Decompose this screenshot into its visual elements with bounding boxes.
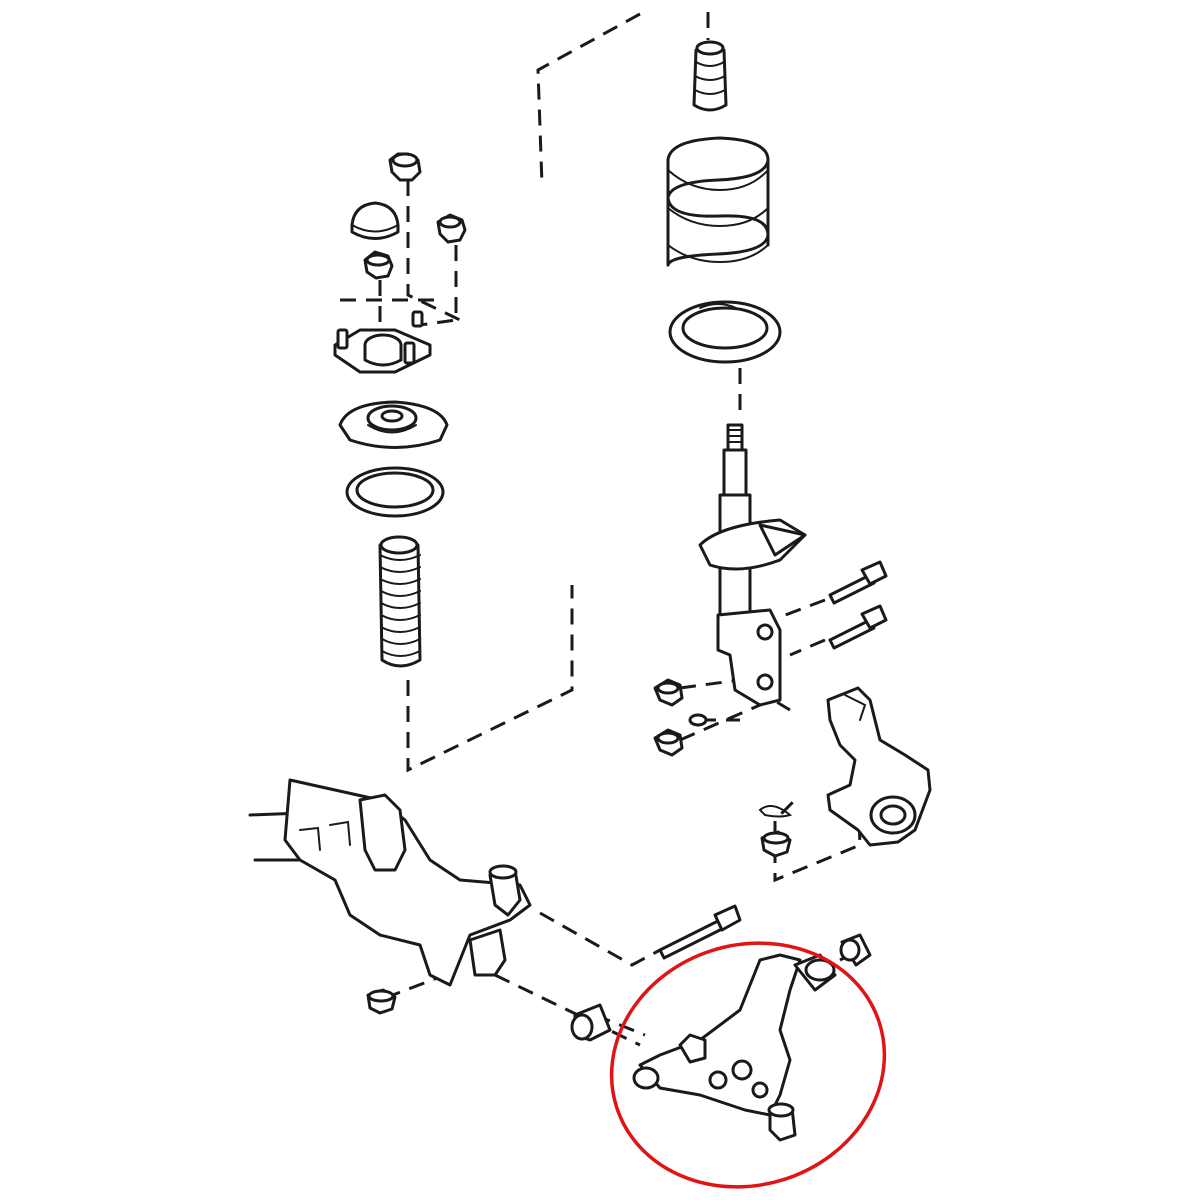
front-crossmember — [248, 778, 532, 987]
upper-strut-mount — [333, 310, 432, 374]
dust-cap — [350, 201, 400, 240]
insulator-ring — [345, 466, 445, 518]
coil-spring — [666, 136, 770, 267]
mount-nut-right — [436, 213, 467, 244]
lower-control-arm — [632, 953, 837, 1142]
bump-stop — [692, 40, 728, 112]
rear-bushing — [839, 933, 872, 967]
assembly-guide-lines — [340, 12, 862, 1047]
knuckle-bolts — [658, 560, 888, 960]
castle-nut — [760, 830, 792, 858]
steering-knuckle — [826, 686, 932, 847]
front-bushing — [570, 1003, 612, 1042]
bump-stop-boot — [378, 535, 422, 668]
mount-nut-left — [363, 250, 394, 280]
shock-absorber — [698, 423, 807, 707]
spring-lower-insulator — [668, 300, 782, 364]
highlight-oval — [609, 941, 887, 1189]
spring-upper-seat — [338, 400, 449, 449]
knuckle-nuts — [653, 678, 708, 757]
cotter-pin — [758, 805, 793, 818]
strut-mount-cap-nut — [388, 152, 422, 182]
crossmember-nut — [366, 988, 397, 1015]
